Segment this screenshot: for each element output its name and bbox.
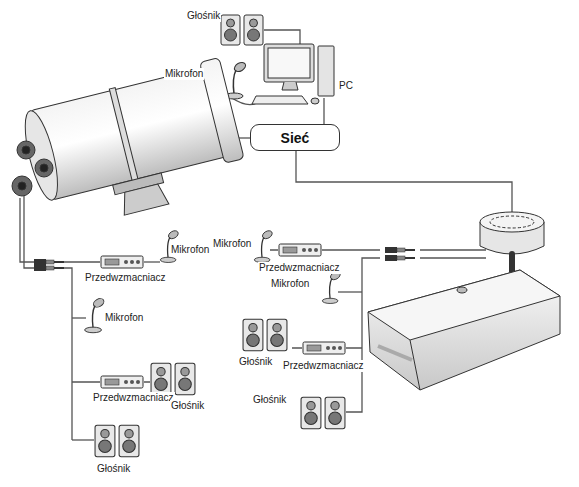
part-label: Przedwzmacniacz xyxy=(84,272,167,284)
part-label: Przedwzmacniacz xyxy=(258,262,341,274)
part-label: Mikrofon xyxy=(270,278,310,290)
part-label: Głośnik xyxy=(96,463,131,475)
part-label: Mikrofon xyxy=(212,238,252,250)
part-label: Głośnik xyxy=(170,400,205,412)
part-label: Głośnik xyxy=(252,394,287,406)
part-label: Przedwzmacniacz xyxy=(92,392,175,404)
part-label: Głośnik xyxy=(186,10,221,22)
part-label: Mikrofon xyxy=(104,312,144,324)
network-label: Sieć xyxy=(281,130,310,146)
network-box: Sieć xyxy=(250,124,340,151)
part-label: Mikrofon xyxy=(170,244,210,256)
part-label: PC xyxy=(338,80,354,92)
part-label: Mikrofon xyxy=(164,68,204,80)
part-label: Głośnik xyxy=(238,356,273,368)
part-label: Przedwzmacniacz xyxy=(282,360,365,372)
